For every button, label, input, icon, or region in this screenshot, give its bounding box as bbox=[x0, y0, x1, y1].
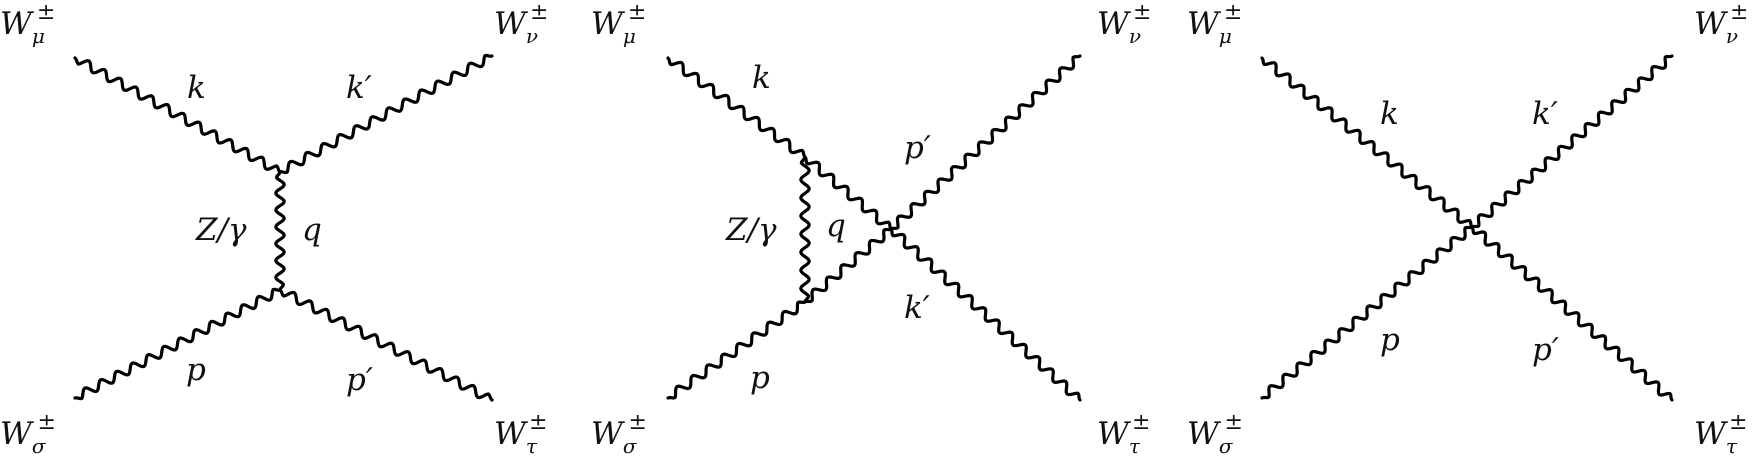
ext-label-bl-d2: Wσ± bbox=[591, 410, 647, 458]
ext-label-tl-d1: Wμ± bbox=[0, 0, 55, 48]
boson-label-d1: Z/γ bbox=[195, 212, 247, 248]
momentum-p-d2: p bbox=[750, 360, 770, 396]
propagator-k-d3 bbox=[1260, 56, 1474, 229]
momentum-pprime-d3: p′ bbox=[1532, 332, 1559, 368]
momentum-pprime-d1: p′ bbox=[346, 362, 373, 398]
boson-label-d2: Z/γ bbox=[725, 212, 777, 248]
propagator-zgamma-d1 bbox=[274, 170, 286, 292]
propagator-q-upper-d2 bbox=[803, 155, 893, 231]
momentum-k-d3: k bbox=[1380, 96, 1399, 132]
diagram-3: Wμ± Wν± Wσ± Wτ± k k′ p p′ bbox=[1187, 0, 1748, 458]
momentum-k-d1: k bbox=[187, 70, 206, 106]
ext-label-bl-d3: Wσ± bbox=[1187, 410, 1243, 458]
propagator-zgamma-d2 bbox=[799, 155, 811, 304]
momentum-q-d1: q bbox=[302, 212, 322, 248]
propagator-p-d3 bbox=[1260, 225, 1474, 400]
ext-label-tl-d3: Wμ± bbox=[1187, 0, 1242, 48]
ext-label-bl-d1: Wσ± bbox=[0, 410, 56, 458]
momentum-kprime-d3: k′ bbox=[1532, 96, 1558, 132]
momentum-p-d3: p bbox=[1380, 322, 1400, 358]
momentum-k-d2: k bbox=[752, 60, 771, 96]
propagator-kprime-d3 bbox=[1470, 54, 1674, 229]
propagator-pprime-d3 bbox=[1470, 225, 1674, 402]
ext-label-br-d1: Wτ± bbox=[494, 410, 547, 458]
momentum-pprime-d2: p′ bbox=[904, 130, 931, 166]
diagram-1: Wμ± Wν± Wσ± Wτ± k k′ Z/γ q p p′ bbox=[0, 0, 548, 458]
momentum-q-d2: q bbox=[826, 208, 846, 244]
propagator-q-lower-d2 bbox=[803, 227, 893, 304]
propagator-p-d1 bbox=[73, 287, 282, 401]
ext-label-tr-d3: Wν± bbox=[1694, 0, 1748, 48]
ext-label-br-d2: Wτ± bbox=[1097, 410, 1150, 458]
momentum-p-d1: p bbox=[186, 352, 206, 388]
ext-label-br-d3: Wτ± bbox=[1694, 410, 1747, 458]
propagator-k-d1 bbox=[73, 56, 282, 174]
momentum-kprime-d2: k′ bbox=[904, 290, 930, 326]
diagram-2: Wμ± Wν± Wσ± Wτ± k p′ Z/γ q k′ p bbox=[591, 0, 1151, 458]
propagator-kprime-d2 bbox=[889, 227, 1082, 402]
propagator-pprime-d1 bbox=[278, 288, 494, 402]
ext-label-tl-d2: Wμ± bbox=[591, 0, 646, 48]
propagator-k-d2 bbox=[666, 56, 807, 159]
ext-label-tr-d2: Wν± bbox=[1097, 0, 1151, 48]
propagator-kprime-d1 bbox=[278, 53, 494, 175]
propagator-p-d2 bbox=[666, 300, 807, 400]
propagator-pprime-d2 bbox=[889, 54, 1082, 231]
ext-label-tr-d1: Wν± bbox=[494, 0, 548, 48]
momentum-kprime-d1: k′ bbox=[346, 70, 372, 106]
